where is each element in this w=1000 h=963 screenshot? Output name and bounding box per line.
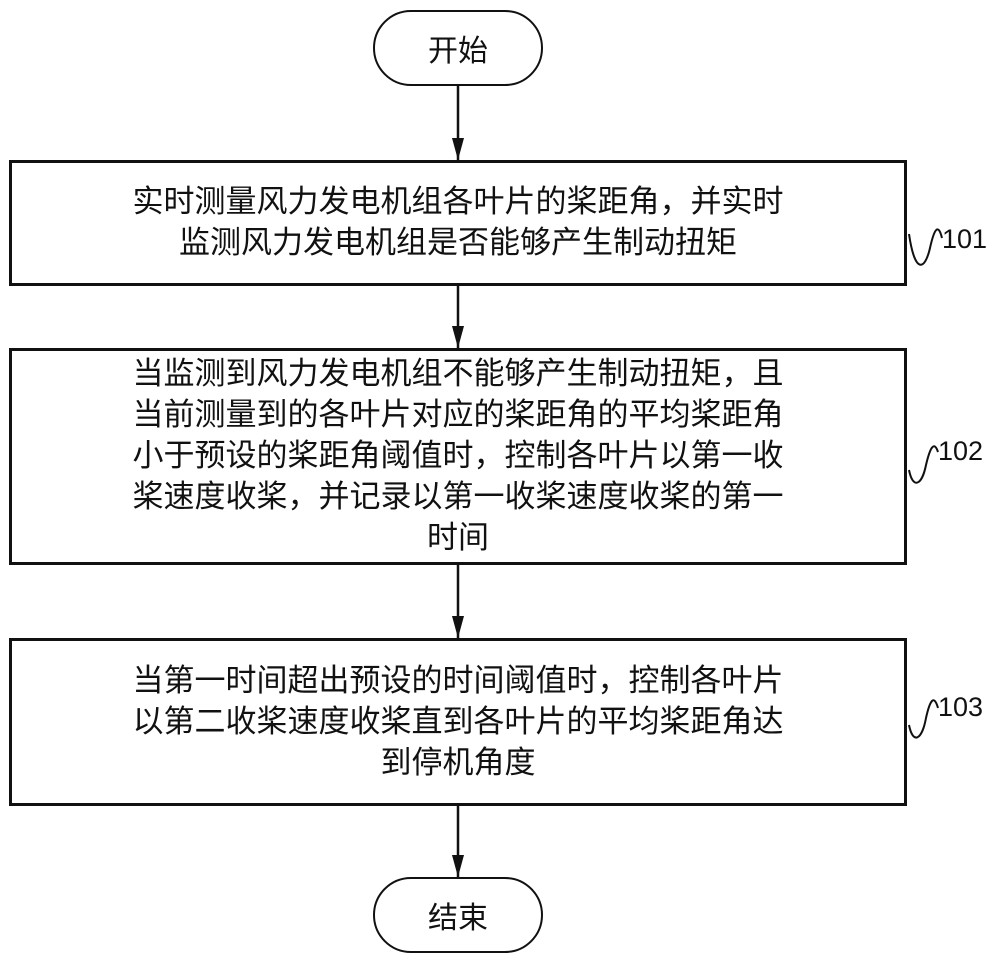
step-101-line: 实时测量风力发电机组各叶片的桨距角，并实时 <box>132 184 784 220</box>
end-label: 结束 <box>428 901 488 936</box>
step-102-line: 小于预设的桨距角阈值时，控制各叶片以第一收 <box>132 438 784 474</box>
step-102-line: 当监测到风力发电机组不能够产生制动扭矩，且 <box>132 356 784 392</box>
step-101-line: 监测风力发电机组是否能够产生制动扭矩 <box>179 225 737 261</box>
step-103-line: 到停机角度 <box>380 744 536 781</box>
step-label-102: 102 <box>938 436 984 466</box>
leader-squiggle-102 <box>908 445 939 484</box>
leader-squiggle-103 <box>908 699 939 739</box>
step-box-102: 当监测到风力发电机组不能够产生制动扭矩，且 当前测量到的各叶片对应的桨距角的平均… <box>9 348 907 565</box>
step-label-103: 103 <box>938 692 984 722</box>
step-box-101: 实时测量风力发电机组各叶片的桨距角，并实时 监测风力发电机组是否能够产生制动扭矩 <box>9 160 907 286</box>
start-terminal: 开始 <box>373 10 543 86</box>
start-label: 开始 <box>428 34 488 69</box>
arrowhead <box>452 855 464 877</box>
step-102-line: 当前测量到的各叶片对应的桨距角的平均桨距角 <box>132 397 784 433</box>
step-103-line: 以第二收桨速度收桨直到各叶片的平均桨距角达 <box>132 703 784 740</box>
arrowhead <box>452 138 464 160</box>
arrowhead <box>452 326 464 348</box>
leader-squiggle-101 <box>908 228 943 266</box>
arrowhead <box>452 616 464 638</box>
step-box-103: 当第一时间超出预设的时间阈值时，控制各叶片 以第二收桨速度收桨直到各叶片的平均桨… <box>9 638 907 806</box>
step-102-line: 时间 <box>427 520 489 556</box>
end-terminal: 结束 <box>373 877 543 953</box>
step-103-line: 当第一时间超出预设的时间阈值时，控制各叶片 <box>132 662 784 699</box>
step-102-line: 桨速度收桨，并记录以第一收桨速度收桨的第一 <box>132 479 784 515</box>
step-label-101: 101 <box>942 224 988 254</box>
